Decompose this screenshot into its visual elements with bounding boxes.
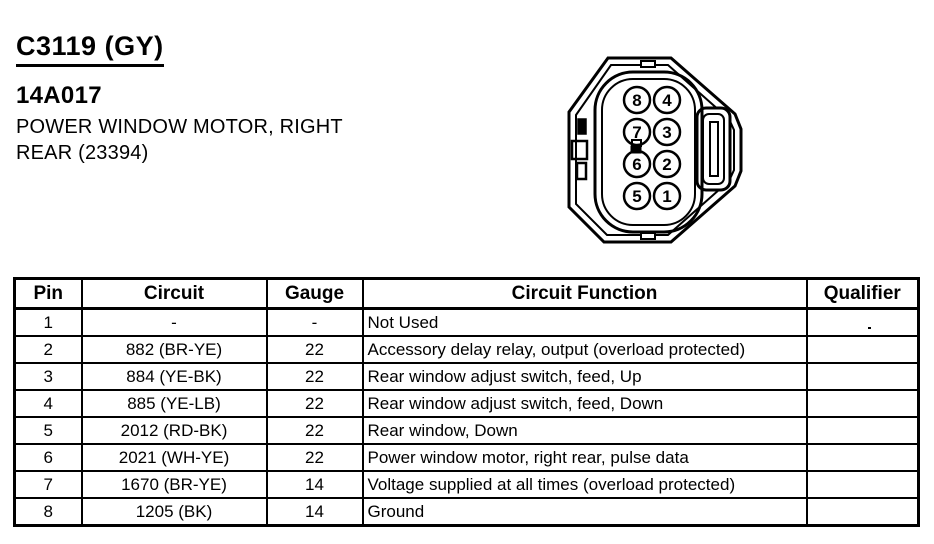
pin-number-3: 3 [662,123,671,142]
gauge-cell: 14 [265,497,364,527]
qualifier-cell [805,307,920,337]
circuit-cell: 885 (YE-LB) [80,389,268,418]
connector-outer-outline [567,56,743,244]
table-row: 8 1205 (BK) 14 Ground [13,497,920,527]
table-row: 7 1670 (BR-YE) 14 Voltage supplied at al… [13,470,920,499]
gauge-cell: 22 [265,416,364,445]
gauge-cell: 22 [265,335,364,364]
circuit-cell: 2012 (RD-BK) [80,416,268,445]
pin-number-1: 1 [662,187,671,206]
circuit-cell: 1670 (BR-YE) [80,470,268,499]
table-header-row: Pin Circuit Gauge Circuit Function Quali… [13,277,920,310]
circuit-function-cell: Rear window adjust switch, feed, Up [361,362,808,391]
pin-cell: 6 [13,443,83,472]
table-row: 2 882 (BR-YE) 22 Accessory delay relay, … [13,335,920,364]
connector-cavity-outline [593,70,704,234]
pin-number-5: 5 [632,187,641,206]
qualifier-cell [805,389,920,418]
pin-number-4: 4 [662,91,672,110]
col-header-circuit-function: Circuit Function [361,277,808,310]
qualifier-cell [805,497,920,527]
description-line-2: REAR (23394) [16,142,149,164]
pin-cell: 8 [13,497,83,527]
pin-cell: 5 [13,416,83,445]
circuit-cell: 1205 (BK) [80,497,268,527]
col-header-qualifier: Qualifier [805,277,920,310]
circuit-cell: - [80,307,268,337]
circuit-function-cell: Voltage supplied at all times (overload … [361,470,808,499]
qualifier-cell [805,335,920,364]
table-row: 1 - - Not Used [13,307,920,337]
pin-cell: 2 [13,335,83,364]
pin-cell: 1 [13,307,83,337]
gauge-cell: 14 [265,470,364,499]
gauge-cell: 22 [265,389,364,418]
circuit-function-cell: Power window motor, right rear, pulse da… [361,443,808,472]
description-line-1: POWER WINDOW MOTOR, RIGHT [16,116,343,138]
col-header-circuit: Circuit [80,277,268,310]
part-number: 14A017 [16,82,102,109]
component-description: POWER WINDOW MOTOR, RIGHT REAR (23394) [16,114,343,166]
pinout-table: Pin Circuit Gauge Circuit Function Quali… [13,277,920,527]
pin-cell: 7 [13,470,83,499]
table-row: 5 2012 (RD-BK) 22 Rear window, Down [13,416,920,445]
circuit-function-cell: Ground [361,497,808,527]
gauge-cell: - [265,307,364,337]
pin-number-8: 8 [632,91,641,110]
connector-id-title: C3119 (GY) [16,31,164,67]
pin-cell: 4 [13,389,83,418]
pin-numbers: 8 4 7 3 6 2 5 1 [632,91,672,206]
pin-cell: 3 [13,362,83,391]
circuit-cell: 882 (BR-YE) [80,335,268,364]
keying-marks [570,118,589,181]
connector-face-diagram: 8 4 7 3 6 2 5 1 [567,56,743,244]
circuit-cell: 884 (YE-BK) [80,362,268,391]
circuit-function-cell: Not Used [361,307,808,337]
bottom-notch [640,232,656,240]
pin-number-7: 7 [632,123,641,142]
qualifier-cell [805,362,920,391]
table-row: 3 884 (YE-BK) 22 Rear window adjust swit… [13,362,920,391]
pin-circles [622,85,682,211]
table-row: 6 2021 (WH-YE) 22 Power window motor, ri… [13,443,920,472]
circuit-function-cell: Rear window, Down [361,416,808,445]
qualifier-cell [805,470,920,499]
circuit-function-cell: Accessory delay relay, output (overload … [361,335,808,364]
gauge-cell: 22 [265,362,364,391]
top-notch [640,60,656,68]
pin-number-6: 6 [632,155,641,174]
col-header-gauge: Gauge [265,277,364,310]
circuit-function-cell: Rear window adjust switch, feed, Down [361,389,808,418]
circuit-cell: 2021 (WH-YE) [80,443,268,472]
connector-cavity-outline-inner [601,78,696,226]
gauge-cell: 22 [265,443,364,472]
pin-number-2: 2 [662,155,671,174]
qualifier-cell [805,443,920,472]
scan-artifact-dot [868,327,871,329]
col-header-pin: Pin [13,277,83,310]
table-row: 4 885 (YE-LB) 22 Rear window adjust swit… [13,389,920,418]
qualifier-cell [805,416,920,445]
